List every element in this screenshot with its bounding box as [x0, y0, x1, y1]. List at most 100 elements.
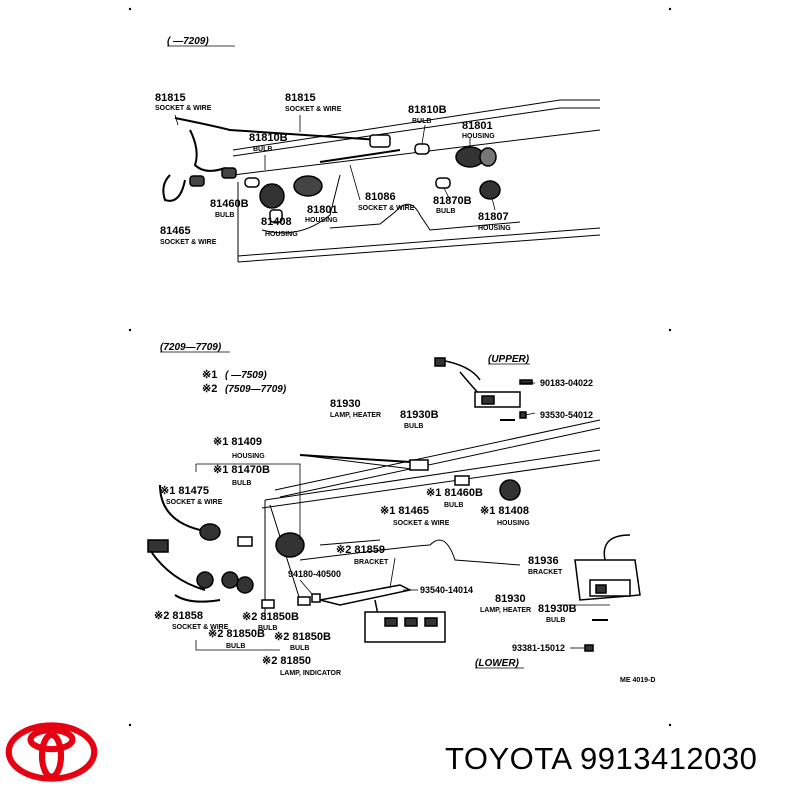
label-b4: 93530-54012 [540, 410, 593, 420]
top-wiring [162, 117, 401, 202]
drawing-code: ME 4019-D [620, 677, 655, 684]
label-b6: ※1 81470B BULB [213, 464, 270, 487]
svg-text:SOCKET & WIRE: SOCKET & WIRE [172, 624, 229, 631]
svg-text:81936: 81936 [528, 555, 559, 567]
label-b20: ※2 81850B BULB [274, 631, 331, 652]
label-b14: 93540-14014 [420, 585, 473, 595]
svg-text:81815: 81815 [155, 92, 186, 104]
svg-text:BULB: BULB [215, 212, 234, 219]
svg-text:81801: 81801 [462, 120, 493, 132]
svg-text:※1 81409: ※1 81409 [213, 436, 262, 448]
top-section-header: ( —7209) [167, 36, 209, 47]
top-leaders [174, 114, 496, 211]
label-t5: 81810B BULB [249, 132, 288, 153]
svg-text:※1 81475: ※1 81475 [160, 485, 209, 497]
svg-text:※1: ※1 [202, 369, 217, 381]
svg-text:※2: ※2 [202, 383, 217, 395]
svg-text:※1 81408: ※1 81408 [480, 505, 529, 517]
svg-text:93530-54012: 93530-54012 [540, 410, 593, 420]
svg-text:BULB: BULB [226, 643, 245, 650]
svg-text:(7509—7709): (7509—7709) [225, 384, 287, 395]
svg-text:93540-14014: 93540-14014 [420, 585, 473, 595]
svg-text:81807: 81807 [478, 211, 509, 223]
svg-text:81930: 81930 [495, 593, 526, 605]
top-components [189, 134, 501, 223]
svg-text:94180-40500: 94180-40500 [288, 569, 341, 579]
toyota-logo-icon [5, 722, 98, 782]
svg-text:※1 81465: ※1 81465 [380, 505, 429, 517]
svg-text:81815: 81815 [285, 92, 316, 104]
label-t3: 81810B BULB [408, 104, 447, 125]
svg-text:※2 81859: ※2 81859 [336, 544, 385, 556]
bottom-section-header: (7209—7709) [160, 342, 222, 353]
svg-text:BRACKET: BRACKET [528, 569, 563, 576]
bottom-left-wiring [149, 454, 411, 603]
label-b13: 94180-40500 [288, 569, 341, 579]
svg-text:※2 81850B: ※2 81850B [208, 628, 265, 640]
svg-text:81460B: 81460B [210, 198, 249, 210]
note-2: ※2 (7509—7709) [202, 383, 287, 395]
svg-text:SOCKET & WIRE: SOCKET & WIRE [285, 106, 342, 113]
note-1: ※1 ( —7509) [202, 369, 267, 381]
svg-text:BULB: BULB [290, 645, 309, 652]
registration-marks [128, 7, 672, 727]
svg-text:BULB: BULB [253, 146, 272, 153]
svg-text:BULB: BULB [232, 480, 251, 487]
svg-text:( —7509): ( —7509) [225, 370, 267, 381]
svg-text:81930B: 81930B [400, 409, 439, 421]
svg-text:SOCKET & WIRE: SOCKET & WIRE [160, 239, 217, 246]
svg-text:81810B: 81810B [249, 132, 288, 144]
svg-text:LAMP, HEATER: LAMP, HEATER [480, 607, 531, 614]
svg-text:81930: 81930 [330, 398, 361, 410]
bottom-left-components [147, 459, 521, 609]
svg-text:81870B: 81870B [433, 195, 472, 207]
svg-text:※2 81850B: ※2 81850B [274, 631, 331, 643]
bottom-leaders [195, 382, 610, 651]
svg-text:※2 81850B: ※2 81850B [242, 611, 299, 623]
svg-text:HOUSING: HOUSING [265, 231, 298, 238]
svg-text:LAMP, HEATER: LAMP, HEATER [330, 412, 381, 419]
upper-label: (UPPER) [488, 354, 530, 365]
svg-text:81801: 81801 [307, 204, 338, 216]
label-b2: 81930B BULB [400, 409, 439, 430]
label-t6: 81460B BULB [210, 198, 249, 219]
svg-text:90183-04022: 90183-04022 [540, 378, 593, 388]
svg-text:81810B: 81810B [408, 104, 447, 116]
svg-text:HOUSING: HOUSING [497, 520, 530, 527]
svg-text:HOUSING: HOUSING [478, 225, 511, 232]
heater-lamp-upper [434, 357, 533, 421]
svg-text:※1 81470B: ※1 81470B [213, 464, 270, 476]
svg-text:BULB: BULB [404, 423, 423, 430]
svg-text:※2 81850: ※2 81850 [262, 655, 311, 667]
svg-text:81465: 81465 [160, 225, 191, 237]
svg-text:LAMP, INDICATOR: LAMP, INDICATOR [280, 670, 341, 677]
svg-text:HOUSING: HOUSING [305, 217, 338, 224]
svg-text:SOCKET & WIRE: SOCKET & WIRE [358, 205, 415, 212]
label-b21: 93381-15012 [512, 643, 565, 653]
svg-text:BULB: BULB [546, 617, 565, 624]
label-b19: ※2 81850B BULB [208, 628, 265, 650]
label-b3: 90183-04022 [540, 378, 593, 388]
svg-text:SOCKET & WIRE: SOCKET & WIRE [155, 105, 212, 112]
svg-text:BULB: BULB [412, 118, 431, 125]
